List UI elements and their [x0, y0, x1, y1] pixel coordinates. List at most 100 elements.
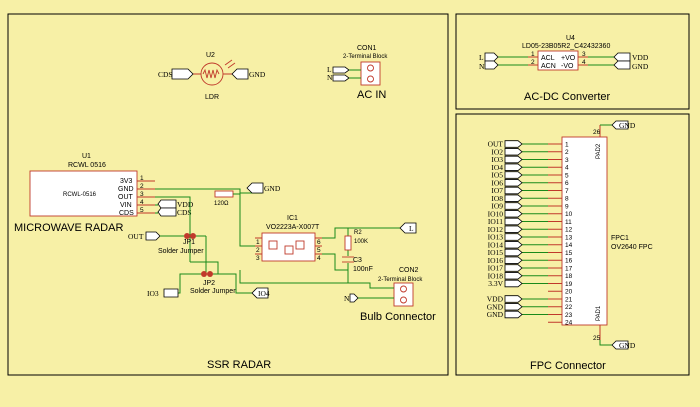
con1-flag-n — [332, 74, 350, 82]
radar-u1: U1 RCWL 0516 RCWL-0516 3V3 GND OUT VIN C… — [14, 153, 194, 234]
fpc1-net-17: IO17 — [488, 264, 504, 273]
u1-pin-name-5: CDS — [119, 210, 134, 217]
fpc1-pin-no-16: 16 — [565, 258, 573, 265]
fpc1-net-14: IO14 — [488, 240, 504, 249]
fpc1-pin-no-7: 7 — [565, 188, 569, 195]
gnd-flag-r1: GND — [246, 182, 281, 194]
fpc1-pin-no-4: 4 — [565, 165, 569, 172]
ic1-pin-no-2: 2 — [256, 247, 260, 254]
fpc1-pad1-flag — [611, 340, 629, 350]
con2-body — [393, 282, 414, 307]
r2-body — [344, 235, 352, 251]
fpc1-pin-no-5: 5 — [565, 172, 569, 179]
ic1-ref: IC1 — [287, 215, 298, 222]
jp2-wire — [190, 261, 219, 275]
fpc1-pin-group: 1OUT2IO23IO34IO45IO56IO67IO78IO89IO910IO… — [487, 140, 573, 327]
ic1-right-wires — [239, 227, 400, 299]
ldr-resistor — [202, 68, 220, 79]
u1-body — [29, 170, 138, 217]
u1-pin-no-5: 5 — [140, 207, 144, 214]
fpc1-pin-no-1: 1 — [565, 141, 569, 148]
con1-net-n: N — [327, 73, 333, 82]
fpc1-net-11: IO11 — [488, 217, 503, 226]
r1-value: 120Ω — [214, 201, 229, 207]
fpc1-pad2-no: 26 — [593, 129, 601, 136]
fpc1-net-23: GND — [487, 310, 504, 319]
fpc1-pad2-net: GND — [619, 121, 636, 130]
ic1-triac-1 — [295, 240, 305, 250]
fpc1-flag-17 — [504, 264, 523, 272]
fpc1-pad1-wire — [599, 340, 612, 346]
con2-ref: CON2 — [399, 267, 419, 274]
u1-flag-vdd — [157, 199, 177, 209]
u1-net-vdd: VDD — [177, 200, 194, 209]
fpc1-net-5: IO5 — [491, 171, 503, 180]
fpc1-flag-9 — [504, 202, 523, 210]
con1-net-l: L — [327, 65, 332, 74]
jp1-ref: JP1 — [183, 239, 195, 246]
fpc1-net-10: IO10 — [488, 209, 504, 218]
ldr-light-arrow-2 — [227, 62, 236, 69]
u1-pin-name-4: VIN — [120, 202, 132, 209]
con2-net-n: N — [344, 294, 350, 303]
fpc1-flag-13 — [504, 233, 523, 241]
fpc1-flag-7 — [504, 186, 523, 195]
c3-value: 100nF — [353, 266, 373, 273]
u4-pin-acn: ACN — [541, 63, 556, 70]
fpc1-pad1-net: GND — [619, 341, 636, 350]
ac-in-con1: CON1 2-Terminal Block L N AC IN — [327, 45, 388, 101]
ldr-light-arrow-1 — [224, 59, 233, 66]
fpc1-flag-11 — [504, 217, 523, 226]
fpc1-flag-4 — [504, 163, 523, 171]
u1-value: RCWL 0516 — [68, 162, 106, 169]
ic1-value: VO2223A-X007T — [266, 224, 320, 231]
fpc1-body — [561, 136, 608, 326]
u4-pin-acl: ACL — [541, 55, 555, 62]
u1-pin-no-4: 4 — [140, 199, 144, 206]
ic1-body — [261, 232, 316, 262]
u4-net-n: N — [479, 62, 485, 71]
fpc1-pin-no-14: 14 — [565, 242, 573, 249]
fpc1-flag-6 — [504, 179, 523, 187]
con2-screw-2 — [400, 296, 407, 304]
u1-pin-no-1: 1 — [140, 175, 144, 182]
fpc1-net-1: OUT — [488, 140, 504, 149]
fpc1-pin-no-2: 2 — [565, 149, 569, 156]
fpc-title: FPC Connector — [530, 360, 606, 372]
con2-screw-1 — [400, 285, 407, 293]
fpc1-net-4: IO4 — [491, 163, 503, 172]
jp2-wire-io4 — [218, 273, 252, 294]
fpc1-pin-no-19: 19 — [565, 281, 573, 288]
u4-pin-no-3: 3 — [582, 51, 586, 58]
fpc1-pin-no-15: 15 — [565, 250, 573, 257]
ic1-pin-no-5: 5 — [317, 247, 321, 254]
io3-flag — [163, 288, 179, 298]
con1-screw-2 — [367, 75, 374, 83]
fpc1-pin-no-23: 23 — [565, 312, 573, 319]
fpc1-net-13: IO13 — [488, 233, 504, 242]
u4-net-vdd: VDD — [632, 53, 649, 62]
c3-ref: C3 — [353, 257, 362, 264]
fpc-frame — [455, 113, 690, 376]
r1-body — [214, 190, 234, 198]
fpc1-value: OV2640 FPC — [611, 244, 653, 251]
fpc1-net-22: GND — [487, 302, 504, 311]
net-flag-l-right: L — [399, 222, 417, 234]
capacitor-c3: C3 100nF — [342, 256, 373, 273]
net-flag-cds — [171, 68, 194, 80]
jumper-jp1: OUT JP1 Solder Jumper — [128, 231, 207, 274]
fpc1-pad2-flag — [611, 120, 629, 130]
u4-pin-vp: +VO — [561, 55, 576, 62]
ssr-ic1: IC1 VO2223A-X007T 1 2 3 6 5 4 — [255, 215, 322, 262]
fpc1-pin-no-20: 20 — [565, 289, 573, 296]
fpc1-net-18: IO18 — [488, 271, 504, 280]
fpc1-pin-no-6: 6 — [565, 180, 569, 187]
jp1-value: Solder Jumper — [158, 248, 204, 255]
jp2-value: Solder Jumper — [190, 288, 236, 295]
fpc1-pin-no-8: 8 — [565, 196, 569, 203]
u4-net-gnd: GND — [632, 62, 649, 71]
fpc1-flag-21 — [504, 295, 523, 303]
u2-value: LDR — [205, 94, 219, 101]
